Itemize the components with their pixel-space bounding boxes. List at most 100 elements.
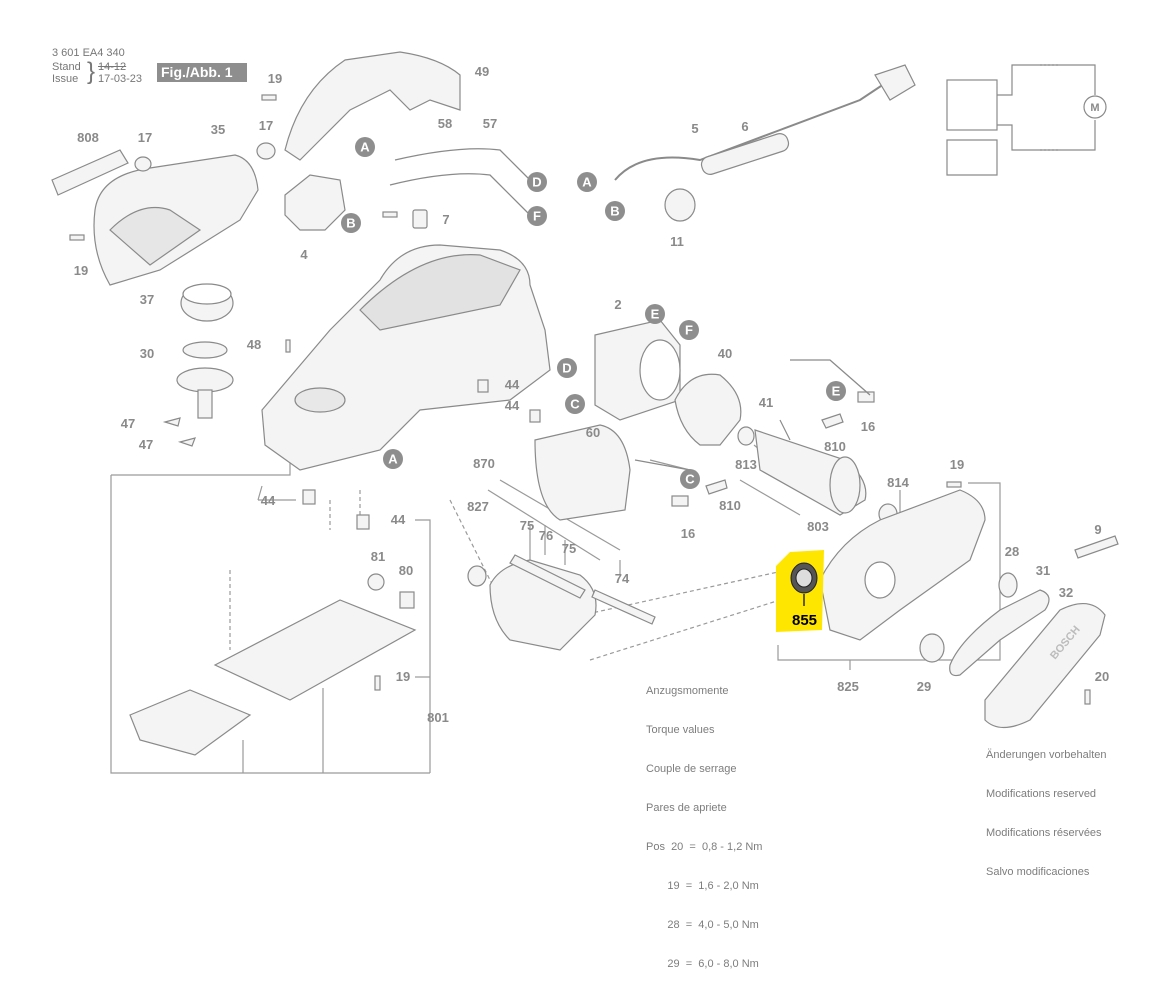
part-label-825: 825 bbox=[837, 679, 859, 694]
callout-circle-E bbox=[645, 304, 665, 324]
part-44-c bbox=[302, 489, 316, 505]
callout-circle-F bbox=[679, 320, 699, 340]
part-label-803: 803 bbox=[807, 519, 829, 534]
part-31-belt bbox=[949, 589, 1050, 677]
figure-label: Fig./Abb. 1 bbox=[157, 63, 247, 82]
part-6-cord bbox=[614, 79, 891, 181]
part-19-screw-left bbox=[69, 234, 85, 241]
part-41-spring bbox=[779, 419, 791, 441]
part-58-wire bbox=[394, 148, 531, 181]
part-label-19: 19 bbox=[268, 71, 282, 86]
part-810-brush-lower bbox=[705, 479, 728, 495]
callout-circle-E bbox=[826, 381, 846, 401]
part-44-b bbox=[529, 409, 541, 423]
part-76-blade-holder bbox=[509, 554, 586, 599]
callout-label-B: B bbox=[346, 216, 355, 231]
callout-circle-A bbox=[355, 137, 375, 157]
part-11-grommet bbox=[664, 188, 696, 222]
part-label-74: 74 bbox=[615, 571, 630, 586]
torque-row-28: 28 = 4,0 - 5,0 Nm bbox=[646, 919, 759, 931]
stand-label: Stand bbox=[52, 61, 81, 73]
issue-label: Issue bbox=[52, 73, 79, 85]
part-40-baffle bbox=[674, 373, 742, 446]
callout-circle-A bbox=[383, 449, 403, 469]
callout-circle-B bbox=[341, 213, 361, 233]
callout-circle-B bbox=[605, 201, 625, 221]
callout-label-A: A bbox=[360, 140, 370, 155]
part-29-pulley bbox=[919, 633, 945, 663]
doc-number: 3 601 EA4 340 bbox=[52, 47, 125, 59]
brace-glyph: } bbox=[87, 58, 96, 85]
part-label-35: 35 bbox=[211, 122, 225, 137]
part-810-brush-upper bbox=[821, 413, 844, 429]
part-label-30: 30 bbox=[140, 346, 154, 361]
part-16-holder-lower bbox=[671, 495, 689, 507]
modifications-en: Modifications reserved bbox=[986, 788, 1097, 800]
part-label-60: 60 bbox=[586, 425, 600, 440]
modifications-es: Salvo modificaciones bbox=[986, 866, 1090, 878]
highlight-855-label: 855 bbox=[792, 612, 817, 629]
part-label-814: 814 bbox=[887, 475, 909, 490]
part-label-75: 75 bbox=[520, 518, 534, 533]
callout-label-A: A bbox=[582, 175, 592, 190]
part-label-28: 28 bbox=[1005, 544, 1019, 559]
modifications-notes: Änderungen vorbehalten Modifications res… bbox=[986, 723, 1106, 892]
callout-label-C: C bbox=[570, 397, 580, 412]
wire-c bbox=[634, 459, 691, 471]
callout-label-D: D bbox=[532, 175, 541, 190]
part-label-49: 49 bbox=[475, 64, 489, 79]
part-7-clip bbox=[412, 209, 428, 229]
part-screw-mid bbox=[382, 211, 398, 218]
part-label-48: 48 bbox=[247, 337, 261, 352]
part-16-holder-upper bbox=[857, 391, 875, 403]
callout-label-E: E bbox=[832, 384, 841, 399]
callout-circle-C bbox=[680, 469, 700, 489]
callout-circle-F bbox=[527, 206, 547, 226]
callout-circle-D bbox=[527, 172, 547, 192]
part-74-blade bbox=[591, 589, 656, 625]
torque-title-de: Anzugsmomente bbox=[646, 685, 729, 697]
part-813-bearing bbox=[737, 426, 755, 446]
callout-label-B: B bbox=[610, 204, 619, 219]
callout-label-E: E bbox=[651, 307, 660, 322]
part-label-44: 44 bbox=[505, 377, 520, 392]
part-801-base-sole bbox=[129, 689, 252, 756]
part-label-16: 16 bbox=[681, 526, 695, 541]
callout-circle-C bbox=[565, 394, 585, 414]
part-47-upper bbox=[162, 417, 181, 427]
part-label-7: 7 bbox=[442, 212, 449, 227]
part-30-adjuster bbox=[182, 341, 228, 359]
part-48-pin bbox=[285, 339, 291, 353]
part-plug bbox=[874, 64, 916, 101]
part-label-44: 44 bbox=[261, 493, 276, 508]
torque-notes: Anzugsmomente Torque values Couple de se… bbox=[646, 659, 762, 984]
part-label-80: 80 bbox=[399, 563, 413, 578]
part-label-6: 6 bbox=[741, 119, 748, 134]
part-80-part bbox=[399, 591, 415, 609]
motor-symbol: M bbox=[1090, 102, 1099, 114]
part-label-20: 20 bbox=[1095, 669, 1109, 684]
part-9-strip bbox=[1074, 535, 1119, 559]
part-label-40: 40 bbox=[718, 346, 732, 361]
part-label-32: 32 bbox=[1059, 585, 1073, 600]
part-label-44: 44 bbox=[505, 398, 520, 413]
callout-label-D: D bbox=[562, 361, 571, 376]
part-label-19: 19 bbox=[74, 263, 88, 278]
part-19-screw-right bbox=[946, 481, 962, 488]
part-label-813: 813 bbox=[735, 457, 757, 472]
part-label-870: 870 bbox=[473, 456, 495, 471]
leader-801-frame bbox=[110, 475, 430, 774]
part-label-810: 810 bbox=[824, 439, 846, 454]
part-label-29: 29 bbox=[917, 679, 931, 694]
part-17-nut-right bbox=[256, 142, 276, 160]
part-57-wire bbox=[389, 173, 531, 216]
torque-title-en: Torque values bbox=[646, 724, 715, 736]
callout-circle-A bbox=[577, 172, 597, 192]
wire-e bbox=[790, 359, 871, 396]
motor-symbol-circle bbox=[1083, 95, 1107, 119]
part-label-19: 19 bbox=[396, 669, 410, 684]
callout-label-A: A bbox=[388, 452, 398, 467]
exploded-view-diagram: M BOSCH 855 1949808173517585756194711372… bbox=[51, 51, 1119, 774]
part-20-screw bbox=[1084, 689, 1091, 705]
